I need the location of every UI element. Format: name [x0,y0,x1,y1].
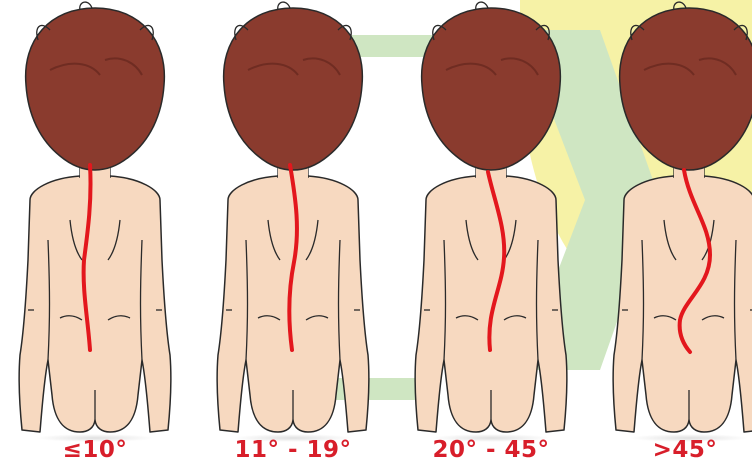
figure-stage-3 [415,2,567,432]
severity-label-stage-1: ≤10° [10,437,180,463]
back-view-figure-icon [217,2,369,432]
figure-stage-1 [19,2,171,432]
back-view-figure-icon [415,2,567,432]
severity-label-stage-3: 20° - 45° [406,437,576,463]
severity-label-stage-2: 11° - 19° [208,437,378,463]
back-view-figure-icon [19,2,171,432]
back-view-figure-icon [613,2,752,432]
figure-stage-4 [613,2,752,432]
figure-stage-2 [217,2,369,432]
severity-label-stage-4: >45° [600,437,752,463]
